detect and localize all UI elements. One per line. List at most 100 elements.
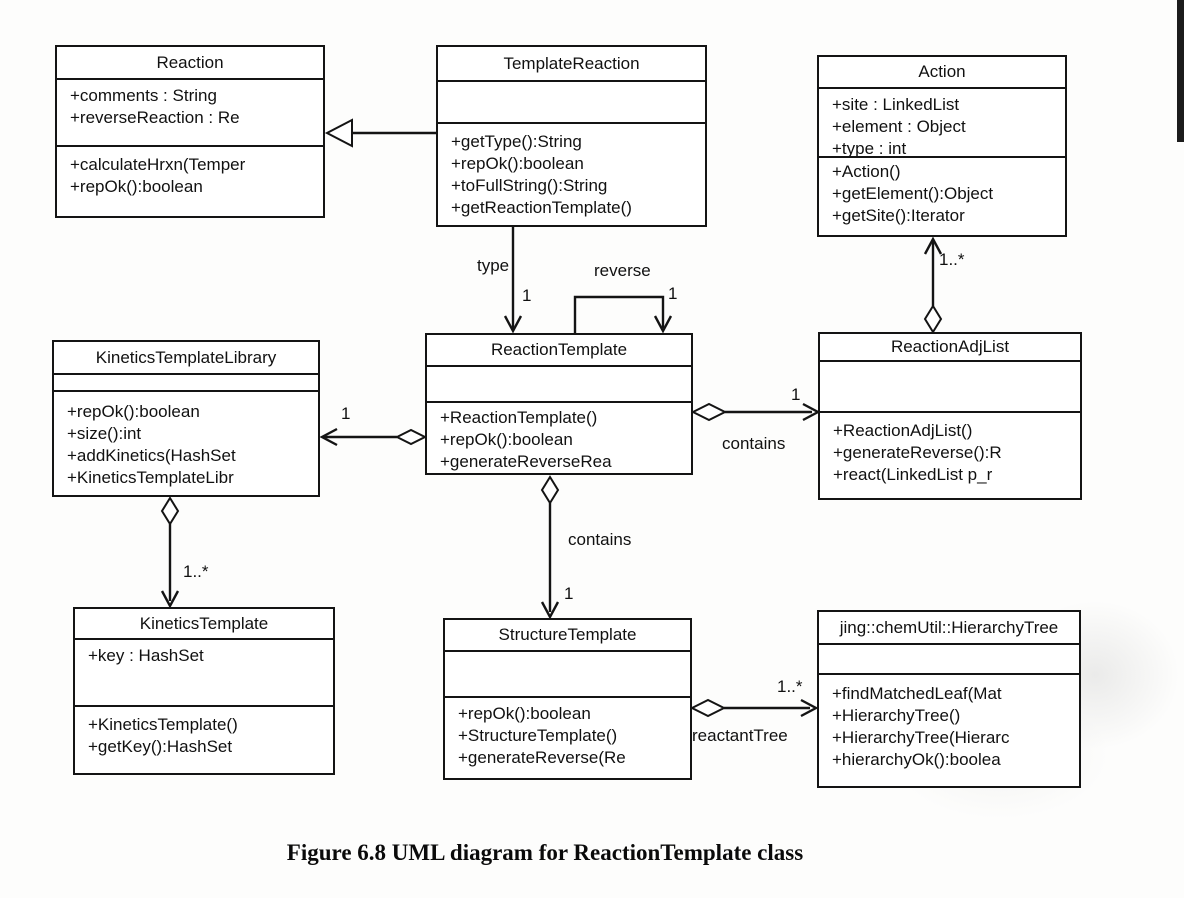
class-member: +getSite():Iterator [832,206,965,225]
template-adjlist-connector [690,402,821,422]
type-association-connector [503,227,523,334]
class-attributes-kinetics-template-library [54,375,318,392]
class-member: +Action() [832,162,901,181]
class-box-action: Action +site : LinkedList +element : Obje… [817,55,1067,237]
multiplicity-template-structure: 1 [564,584,574,603]
association-label-contains-down: contains [568,530,632,549]
class-member: +toFullString():String [451,176,608,195]
class-member: +ReactionTemplate() [440,408,598,427]
class-methods-kinetics-template: +KineticsTemplate()+getKey():HashSet [75,707,333,773]
arrowhead-icon [800,698,819,718]
multiplicity-structure-hierarchy: 1..* [777,677,803,696]
class-member: +calculateHrxn(Temper [70,155,246,174]
class-attributes-reaction-template [427,367,691,403]
arrowhead-icon [540,601,560,620]
class-member: +repOk():boolean [70,177,203,196]
class-title-kinetics-template: KineticsTemplate [75,609,333,640]
class-methods-reaction-template: +ReactionTemplate() +repOk():boolean +gene… [427,403,691,473]
class-member: +key : HashSet [88,646,204,665]
template-structure-connector [540,475,560,620]
class-member: +repOk():boolean [451,154,584,173]
class-member: +repOk():boolean [440,430,573,449]
class-member: +size():int [67,424,142,443]
class-box-structure-template: StructureTemplate +repOk():boolean +Struc… [443,618,692,780]
class-methods-template-reaction: +getType():String +repOk():boolean +toFull… [438,124,705,225]
multiplicity-template-adjlist: 1 [791,385,801,404]
multiplicity-type: 1 [522,286,532,305]
arrowhead-icon [653,315,673,334]
class-member: +generateReverse(Re [458,748,626,767]
class-member: +site : LinkedList [832,95,960,114]
association-label-contains-right: contains [722,434,786,453]
class-member: +generateReverseRea [440,452,612,471]
class-methods-hierarchy-tree: +findMatchedLeaf(Mat +HierarchyTree() +Hie… [819,675,1079,786]
class-member: +type : int [832,139,907,158]
association-label-type: type [477,256,510,275]
class-methods-reaction-adj-list: +ReactionAdjList() +generateReverse():R +r… [820,413,1080,498]
class-title-action: Action [819,57,1065,89]
multiplicity-template-kineticslib: 1 [341,404,351,423]
class-title-reaction: Reaction [57,47,323,80]
class-member: +reverseReaction : Re [70,108,240,127]
class-title-kinetics-template-library: KineticsTemplateLibrary [54,342,318,375]
hollow-diamond-icon [690,402,728,422]
class-box-kinetics-template: KineticsTemplate +key : HashSet +Kinetic… [73,607,335,775]
class-title-reaction-template: ReactionTemplate [427,335,691,367]
hollow-triangle-icon [324,118,353,148]
class-box-kinetics-template-library: KineticsTemplateLibrary +repOk():boolean… [52,340,320,497]
class-member: +StructureTemplate() [458,726,618,745]
class-member: +HierarchyTree(Hierarc [832,728,1010,747]
arrowhead-icon [319,427,338,447]
class-member: +hierarchyOk():boolea [832,750,1001,769]
class-methods-structure-template: +repOk():boolean +StructureTemplate() +gen… [445,698,690,778]
class-member: +addKinetics(HashSet [67,446,236,465]
multiplicity-kineticslib-kinetics: 1..* [183,562,209,581]
class-member: +getType():String [451,132,582,151]
class-member: +repOk():boolean [67,402,200,421]
class-title-reaction-adj-list: ReactionAdjList [820,334,1080,362]
hollow-diamond-icon [394,428,428,446]
class-title-structure-template: StructureTemplate [445,620,690,652]
class-box-reaction-adj-list: ReactionAdjList +ReactionAdjList() +gener… [818,332,1082,500]
class-attributes-reaction: +comments : String +reverseReaction : Re [57,80,323,147]
association-label-reactant-tree: reactantTree [692,726,788,745]
class-member: +react(LinkedList p_r [833,465,993,484]
arrowhead-icon [160,590,180,609]
class-methods-reaction: +calculateHrxn(Temper +repOk():boolean [57,147,323,216]
template-kineticslib-connector [319,427,428,447]
class-box-template-reaction: TemplateReaction +getType():String +repOk… [436,45,707,227]
scan-edge-mark [1177,0,1184,142]
class-member: +generateReverse():R [833,443,1002,462]
class-title-hierarchy-tree: jing::chemUtil::HierarchyTree [819,612,1079,645]
multiplicity-adjlist-action: 1..* [939,250,965,269]
class-member: +element : Object [832,117,966,136]
class-attributes-action: +site : LinkedList +element : Object +type… [819,89,1065,158]
class-attributes-hierarchy-tree [819,645,1079,675]
class-member: +comments : String [70,86,217,105]
arrowhead-icon [802,402,821,422]
class-box-reaction-template: ReactionTemplate +ReactionTemplate() +rep… [425,333,693,475]
class-member: +repOk():boolean [458,704,591,723]
class-attributes-structure-template [445,652,690,698]
reverse-association-connector [573,295,673,334]
association-label-reverse: reverse [594,261,651,280]
structure-hierarchy-connector [689,698,819,718]
class-methods-action: +Action() +getElement():Object +getSite():… [819,158,1065,235]
hollow-diamond-icon [923,304,943,334]
class-box-reaction: Reaction +comments : String +reverseReact… [55,45,325,218]
class-member: +getElement():Object [832,184,994,203]
class-member: +ReactionAdjList() [833,421,973,440]
class-member: +findMatchedLeaf(Mat [832,684,1002,703]
class-title-template-reaction: TemplateReaction [438,47,705,82]
hollow-diamond-icon [689,698,727,718]
class-attributes-template-reaction [438,82,705,124]
arrowhead-icon [503,315,523,334]
figure-caption: Figure 6.8 UML diagram for ReactionTempl… [286,840,804,865]
hollow-diamond-icon [160,496,180,526]
class-member: +getReactionTemplate() [451,198,632,217]
multiplicity-reverse: 1 [668,284,678,303]
kineticslib-kinetics-connector [160,496,180,609]
class-attributes-kinetics-template: +key : HashSet [75,640,333,707]
class-member: +HierarchyTree() [832,706,961,725]
class-attributes-reaction-adj-list [820,362,1080,413]
